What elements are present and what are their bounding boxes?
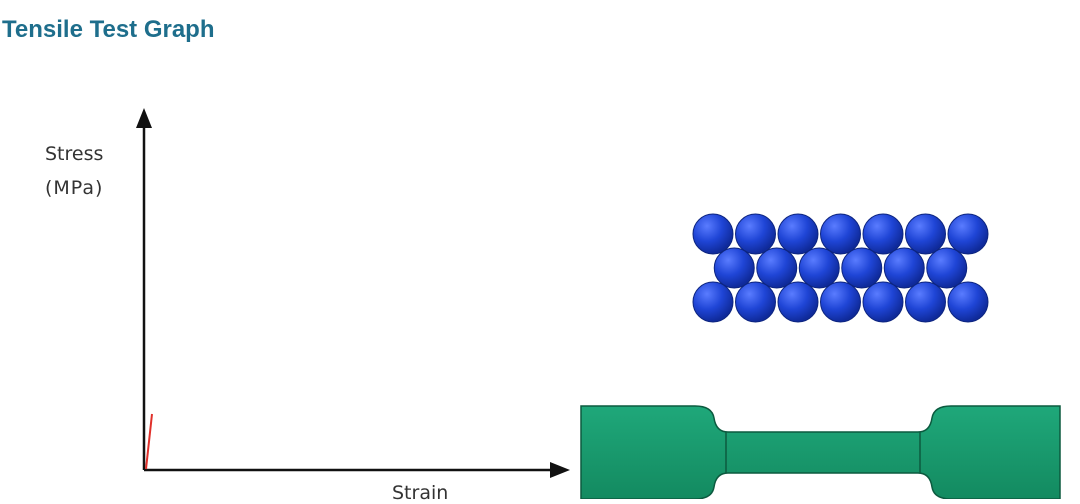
atom	[862, 281, 904, 323]
atom	[692, 281, 734, 323]
atom	[905, 281, 946, 323]
atom	[692, 213, 734, 255]
atom	[926, 247, 968, 289]
atom	[777, 213, 819, 255]
y-axis-label: Stress	[45, 143, 104, 165]
atom	[883, 247, 925, 289]
specimen-body	[580, 405, 1061, 499]
atom	[841, 247, 883, 289]
atom	[777, 281, 819, 323]
atom-lattice	[692, 213, 989, 323]
y-axis-unit-label: (MPa)	[45, 177, 104, 199]
tensile-specimen	[580, 405, 1061, 499]
atom	[735, 281, 776, 323]
atom	[735, 213, 776, 255]
y-axis-arrowhead	[136, 108, 152, 128]
atom	[713, 247, 755, 289]
atom	[798, 247, 840, 289]
atom	[947, 213, 989, 255]
page-title: Tensile Test Graph	[2, 16, 215, 43]
atom	[905, 213, 946, 255]
atom	[862, 213, 904, 255]
atom	[820, 281, 861, 323]
atom	[820, 213, 861, 255]
stress-strain-curve	[145, 413, 153, 470]
atom	[947, 281, 989, 323]
atom	[756, 247, 798, 289]
x-axis-arrowhead	[550, 462, 570, 478]
